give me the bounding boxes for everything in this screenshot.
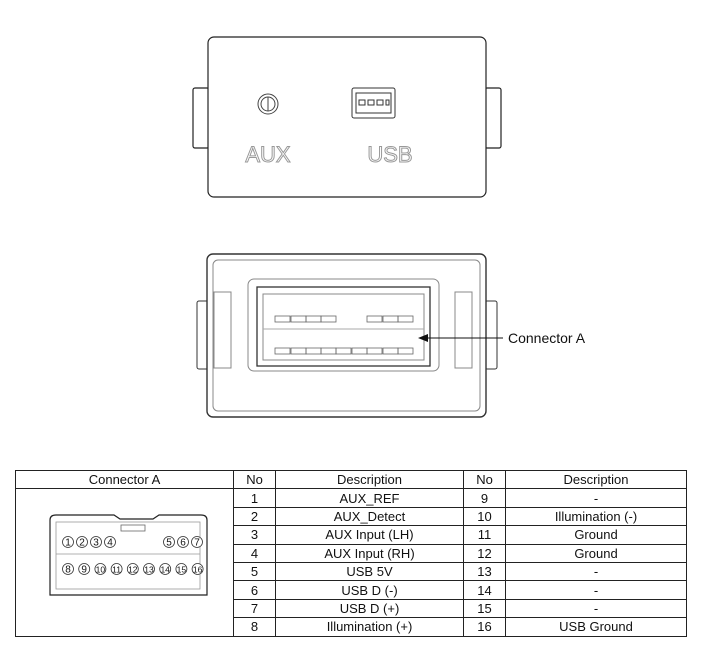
pin-description: USB Ground xyxy=(505,617,687,637)
pin-description: Ground xyxy=(505,525,687,545)
pin-label: 5 xyxy=(166,538,172,549)
pin-no: 11 xyxy=(463,525,506,545)
header-no: No xyxy=(463,469,506,490)
pin-circle xyxy=(76,536,88,549)
pin-description: Illumination (-) xyxy=(505,506,687,527)
pin-description: AUX Input (RH) xyxy=(275,543,464,563)
callout-arrow xyxy=(418,334,503,342)
pin-label: 4 xyxy=(107,538,113,549)
pin-description: Ground xyxy=(505,543,687,563)
pin-no: 1 xyxy=(233,488,276,508)
pin-no: 5 xyxy=(233,561,276,582)
pin-label: 13 xyxy=(144,565,154,575)
pin-description: AUX_Detect xyxy=(275,506,464,527)
header-no: No xyxy=(233,469,276,490)
header-description: Description xyxy=(275,469,464,490)
pin-description: - xyxy=(505,598,687,619)
pin-no: 3 xyxy=(233,525,276,545)
pin-circle xyxy=(163,536,175,549)
usb-label: USB xyxy=(367,142,412,167)
pin-no: 12 xyxy=(463,543,506,563)
pin-no: 8 xyxy=(233,617,276,637)
pin-label: 11 xyxy=(112,565,121,575)
pin-circle xyxy=(104,536,116,549)
pin-no: 13 xyxy=(463,561,506,582)
pin-no: 6 xyxy=(233,580,276,600)
pin-circle xyxy=(62,536,74,549)
pin-circle xyxy=(62,563,74,576)
pin-label: 16 xyxy=(193,565,203,575)
pin-label: 8 xyxy=(65,565,71,576)
pin-circle xyxy=(110,563,123,576)
pin-description: USB 5V xyxy=(275,561,464,582)
pin-circle xyxy=(143,563,155,576)
pin-no: 15 xyxy=(463,598,506,619)
pin-label: 7 xyxy=(194,538,200,549)
pin-circle xyxy=(126,563,139,576)
pin-label: 3 xyxy=(93,538,99,549)
pin-description: - xyxy=(505,580,687,600)
connector-a-pins xyxy=(274,315,414,355)
pin-label: 1 xyxy=(65,538,71,549)
table-header: Connector A No Description No Descriptio… xyxy=(15,469,687,490)
header-connector: Connector A xyxy=(15,469,234,490)
pin-label: 12 xyxy=(128,565,138,575)
pin-label: 14 xyxy=(160,565,170,575)
connector-a-callout: Connector A xyxy=(508,330,586,346)
pin-label: 15 xyxy=(177,565,187,575)
pin-circle xyxy=(90,536,102,549)
pin-no: 9 xyxy=(463,488,506,508)
pin-no: 4 xyxy=(233,543,276,563)
pin-circle xyxy=(78,563,91,576)
rear-view-panel xyxy=(196,253,498,418)
pin-no: 2 xyxy=(233,506,276,527)
aux-jack-icon xyxy=(257,93,279,115)
diagrams: AUX USB Connector A xyxy=(192,36,586,418)
pin-description: Illumination (+) xyxy=(275,617,464,637)
pin-no: 10 xyxy=(463,506,506,527)
pin-label: 2 xyxy=(79,538,85,549)
pin-description: - xyxy=(505,488,687,508)
pin-label: 6 xyxy=(180,538,186,549)
pin-description: USB D (+) xyxy=(275,598,464,619)
pin-description: - xyxy=(505,561,687,582)
pin-circle xyxy=(191,563,204,576)
usb-port-icon xyxy=(351,87,396,119)
pin-circle xyxy=(94,563,107,576)
pin-circle xyxy=(191,536,203,549)
front-view-panel xyxy=(192,36,502,198)
pin-no: 14 xyxy=(463,580,506,600)
pin-circle xyxy=(175,563,188,576)
pin-label: 10 xyxy=(96,565,106,575)
header-description: Description xyxy=(505,469,687,490)
pin-description: USB D (-) xyxy=(275,580,464,600)
pin-circle xyxy=(177,536,189,549)
pin-circle xyxy=(159,563,172,576)
aux-label: AUX xyxy=(245,142,291,167)
pin-no: 7 xyxy=(233,598,276,619)
pin-description: AUX Input (LH) xyxy=(275,525,464,545)
pin-table: Connector A No Description No Descriptio… xyxy=(15,469,687,637)
pin-description: AUX_REF xyxy=(275,488,464,508)
pin-no: 16 xyxy=(463,617,506,637)
pin-label: 9 xyxy=(81,565,87,576)
